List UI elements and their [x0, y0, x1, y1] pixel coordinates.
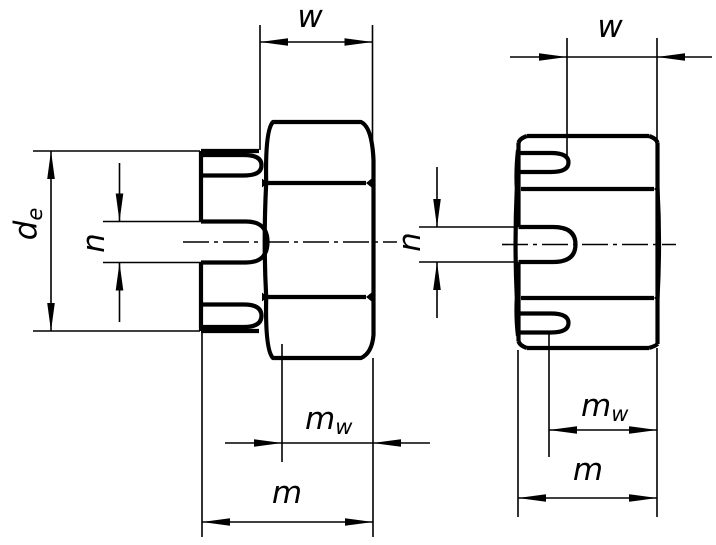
left-nut-chamfer-wedge — [262, 178, 268, 188]
arrowhead — [47, 303, 55, 331]
mw-subscript: w — [611, 402, 629, 426]
arrowhead — [344, 38, 373, 46]
arrowhead — [629, 426, 657, 434]
arrowhead — [657, 53, 685, 61]
dim-label-mw-left: mw — [305, 401, 353, 439]
dim-mw-right: mw — [548, 334, 657, 457]
dim-mw-left: mw — [225, 344, 430, 462]
arrowhead — [433, 262, 441, 290]
left-nut-view — [183, 119, 397, 361]
dim-w-left: w — [259, 0, 374, 150]
arrowhead — [115, 262, 124, 291]
mw-subscript: w — [335, 415, 353, 439]
mw-main: m — [305, 401, 335, 437]
right-nut-top-bottom — [527, 133, 649, 351]
dim-label-n-right: n — [392, 232, 428, 252]
dim-n-left: n — [76, 163, 201, 322]
right-nut-chamfer-wedge — [515, 293, 521, 303]
dim-label-m-right: m — [573, 452, 603, 488]
dim-m-right: m — [517, 348, 658, 517]
extension-lines — [259, 25, 374, 150]
arrowhead — [260, 38, 288, 46]
dim-n-right: n — [392, 167, 518, 318]
extension-lines — [517, 348, 658, 517]
left-nut-chamfer-wedge — [262, 292, 268, 302]
dim-de-left: de — [8, 150, 200, 332]
arrowhead — [433, 199, 441, 227]
right-nut-chamfer-wedge — [515, 184, 521, 194]
left-nut-slot-top — [201, 152, 264, 178]
right-nut-corner-arcs — [516, 134, 660, 350]
right-nut-chamfer-wedge — [654, 293, 660, 303]
left-nut-hex-outline — [262, 119, 376, 361]
arrowhead — [539, 53, 567, 61]
de-subscript: e — [23, 208, 47, 221]
right-nut-hex-face-edges — [521, 186, 654, 301]
right-nut-slot-top — [518, 150, 571, 175]
right-nut-left-chamfer-arcs — [513, 149, 521, 337]
arrowhead — [549, 426, 577, 434]
left-nut-hex-face-edges — [267, 180, 366, 300]
left-nut-chamfer-wedge — [366, 291, 374, 303]
extension-lines — [201, 333, 374, 537]
de-main: d — [8, 220, 44, 240]
extension-lines — [419, 226, 518, 263]
arrowhead — [115, 193, 124, 222]
left-nut-crown-top-bottom — [201, 148, 259, 334]
dim-w-right: w — [510, 9, 712, 158]
arrowhead — [254, 439, 282, 447]
arrowhead — [202, 518, 230, 526]
left-nut-slot-bottom — [201, 302, 264, 330]
dim-label-w-left: w — [297, 0, 323, 35]
right-nut-chamfer-wedge — [654, 184, 660, 194]
right-nut-slot-bottom — [518, 311, 571, 335]
left-nut-chamfer-wedge — [366, 177, 374, 189]
dim-label-n-left: n — [76, 233, 112, 253]
dim-label-de: de — [8, 208, 47, 241]
right-nut-right-chamfer-arc — [655, 188, 662, 299]
dim-label-w-right: w — [597, 9, 623, 45]
mw-main: m — [581, 388, 611, 424]
dim-label-mw-right: mw — [581, 388, 629, 426]
extension-lines — [566, 38, 658, 158]
arrowhead — [629, 494, 657, 502]
arrowhead — [47, 151, 55, 179]
arrowhead — [345, 518, 373, 526]
extension-lines — [33, 150, 200, 332]
arrowhead — [518, 494, 546, 502]
dim-m-left: m — [201, 333, 374, 537]
dim-label-m-left: m — [272, 475, 302, 511]
arrowhead — [373, 439, 401, 447]
right-nut-view — [502, 133, 676, 351]
